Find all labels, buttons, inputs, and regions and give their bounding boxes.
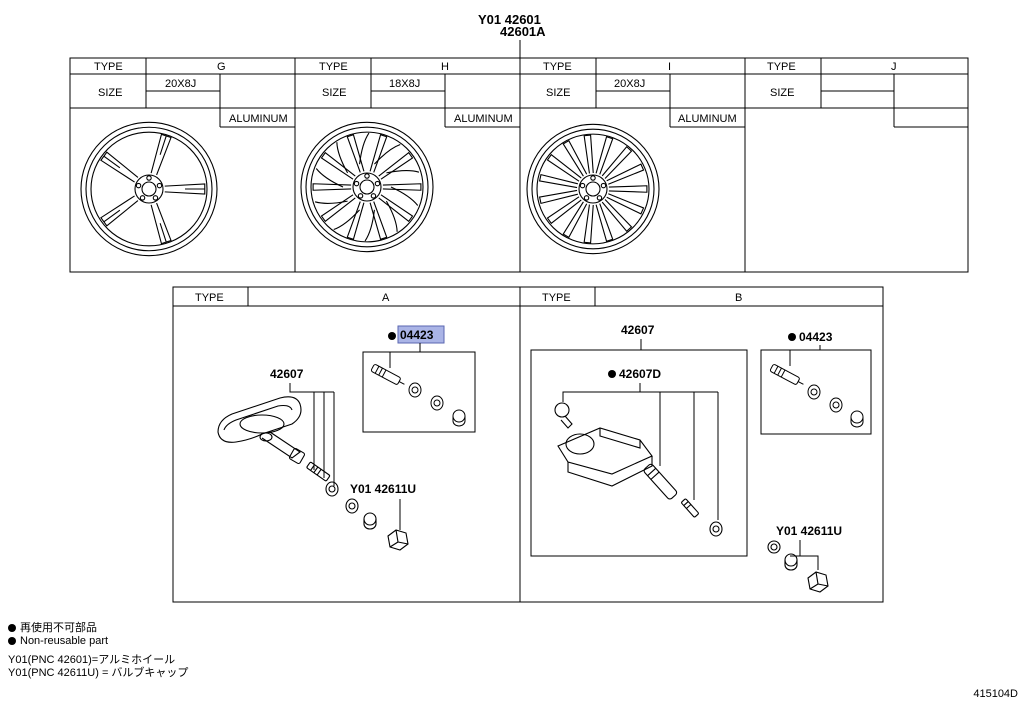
bullet-icon xyxy=(8,637,16,646)
wheel-material-i: ALUMINUM xyxy=(678,113,737,125)
legend-line-en: Non-reusable part xyxy=(8,635,188,648)
wheel-size-i: 20X8J xyxy=(614,78,645,90)
wheel-material-h: ALUMINUM xyxy=(454,113,513,125)
valve-cap-a[interactable] xyxy=(387,529,409,551)
bullet-icon xyxy=(8,624,16,633)
type-label-j: TYPE xyxy=(767,61,796,73)
valve-kit-parts-b[interactable] xyxy=(769,364,864,428)
part-42607-b[interactable]: 42607 xyxy=(621,323,655,337)
wheel-type-j: J xyxy=(891,61,897,73)
legend-line-wheel: Y01(PNC 42601)=アルミホイール xyxy=(8,654,176,666)
wheel-size-h: 18X8J xyxy=(389,78,420,90)
sensor-type-label-b: TYPE xyxy=(542,292,571,304)
sensor-type-a: A xyxy=(382,292,390,304)
valve-kit-box-b xyxy=(760,349,872,435)
wheel-table xyxy=(69,57,969,273)
sensor-type-b: B xyxy=(735,292,742,304)
type-label-i: TYPE xyxy=(543,61,572,73)
type-label-g: TYPE xyxy=(94,61,123,73)
wheel-table-labels: TYPE SIZE G 20X8J ALUMINUM TYPE SIZE H 1… xyxy=(94,61,897,125)
tpms-sensor-a[interactable] xyxy=(217,396,377,530)
header-code-1[interactable]: Y01 42601 xyxy=(478,12,541,27)
figure-number: 415104D xyxy=(973,688,1018,700)
sensor-box-b xyxy=(530,349,748,557)
part-04423-a[interactable]: 04423 xyxy=(400,328,434,342)
valve-kit-box-a xyxy=(362,351,476,433)
size-label-g: SIZE xyxy=(98,87,122,99)
part-42607d-b[interactable]: 42607D xyxy=(619,367,661,381)
wheel-type-h: H xyxy=(441,61,449,73)
type-label-h: TYPE xyxy=(319,61,348,73)
valve-caps-b[interactable] xyxy=(767,540,829,593)
non-reusable-dot-b2 xyxy=(788,333,796,341)
non-reusable-dot-b1 xyxy=(608,370,616,378)
part-42611u-a[interactable]: Y01 42611U xyxy=(350,482,416,496)
wheel-illustration-g[interactable] xyxy=(80,121,218,257)
tpms-sensor-b[interactable] xyxy=(554,402,723,537)
legend: 再使用不可部品 Non-reusable part Y01(PNC 42601)… xyxy=(8,622,188,680)
part-42607-a[interactable]: 42607 xyxy=(270,367,304,381)
size-label-i: SIZE xyxy=(546,87,570,99)
wheel-size-g: 20X8J xyxy=(165,78,196,90)
legend-line-jp: 再使用不可部品 xyxy=(8,622,188,635)
size-label-h: SIZE xyxy=(322,87,346,99)
sensor-table xyxy=(172,286,884,603)
part-04423-b[interactable]: 04423 xyxy=(799,330,833,344)
wheel-material-g: ALUMINUM xyxy=(229,113,288,125)
legend-line-cap: Y01(PNC 42611U) = バルブキャップ xyxy=(8,667,189,679)
non-reusable-dot-a xyxy=(388,332,396,340)
wheel-illustration-h[interactable] xyxy=(300,121,434,253)
size-label-j: SIZE xyxy=(770,87,794,99)
valve-kit-parts-a[interactable] xyxy=(370,364,466,427)
wheel-type-g: G xyxy=(217,61,226,73)
wheel-illustration-i[interactable] xyxy=(526,123,660,255)
wheel-type-i: I xyxy=(668,61,671,73)
sensor-type-label-a: TYPE xyxy=(195,292,224,304)
header-code-2[interactable]: 42601A xyxy=(500,24,546,39)
highlight-04423-a xyxy=(397,325,445,344)
part-42611u-b[interactable]: Y01 42611U xyxy=(776,524,842,538)
